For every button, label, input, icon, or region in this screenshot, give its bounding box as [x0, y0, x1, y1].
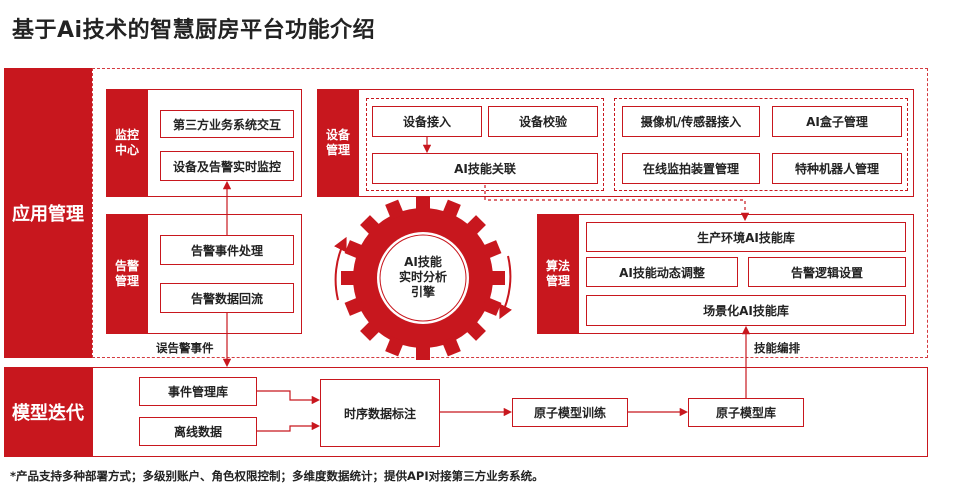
monitor-center-label: 监控 中心 — [106, 89, 148, 197]
gear-engine-text: AI技能 实时分析 引擎 — [398, 255, 447, 299]
device-group-2 — [614, 98, 908, 191]
timeseries-annotation-box[interactable]: 时序数据标注 — [320, 379, 440, 447]
third-party-interaction-box[interactable]: 第三方业务系统交互 — [160, 110, 294, 138]
camera-sensor-access-box[interactable]: 摄像机/传感器接入 — [622, 106, 760, 137]
algorithm-management-label: 算法 管理 — [537, 214, 579, 334]
ai-skill-association-box[interactable]: AI技能关联 — [372, 153, 598, 184]
scenario-skill-library-box[interactable]: 场景化AI技能库 — [586, 295, 906, 326]
alarm-event-handling-box[interactable]: 告警事件处理 — [160, 235, 294, 265]
device-access-box[interactable]: 设备接入 — [372, 106, 482, 137]
ai-box-management-box[interactable]: AI盒子管理 — [772, 106, 902, 137]
device-management-label: 设备 管理 — [317, 89, 359, 197]
online-monitor-device-box[interactable]: 在线监拍装置管理 — [622, 153, 760, 184]
skill-orchestration-label: 技能编排 — [752, 340, 802, 356]
app-management-region — [92, 68, 928, 358]
false-alarm-event-label: 误告警事件 — [154, 340, 216, 356]
offline-data-box[interactable]: 离线数据 — [139, 417, 257, 446]
footer-note: *产品支持多种部署方式；多级别账户、角色权限控制；多维度数据统计；提供API对接… — [10, 469, 544, 483]
device-verify-box[interactable]: 设备校验 — [488, 106, 598, 137]
alarm-management-label: 告警 管理 — [106, 214, 148, 334]
page-title: 基于Ai技术的智慧厨房平台功能介绍 — [12, 18, 376, 43]
event-library-box[interactable]: 事件管理库 — [139, 377, 257, 406]
atomic-model-training-box[interactable]: 原子模型训练 — [512, 398, 628, 427]
special-robot-management-box[interactable]: 特种机器人管理 — [772, 153, 902, 184]
section-model-iteration-label: 模型迭代 — [4, 367, 92, 457]
alarm-logic-setting-box[interactable]: 告警逻辑设置 — [748, 257, 906, 287]
production-skill-library-box[interactable]: 生产环境AI技能库 — [586, 222, 906, 252]
section-app-management-label: 应用管理 — [4, 68, 92, 358]
skill-dynamic-adjust-box[interactable]: AI技能动态调整 — [586, 257, 738, 287]
realtime-monitor-box[interactable]: 设备及告警实时监控 — [160, 151, 294, 181]
atomic-model-library-box[interactable]: 原子模型库 — [688, 398, 804, 427]
alarm-data-backflow-box[interactable]: 告警数据回流 — [160, 283, 294, 313]
